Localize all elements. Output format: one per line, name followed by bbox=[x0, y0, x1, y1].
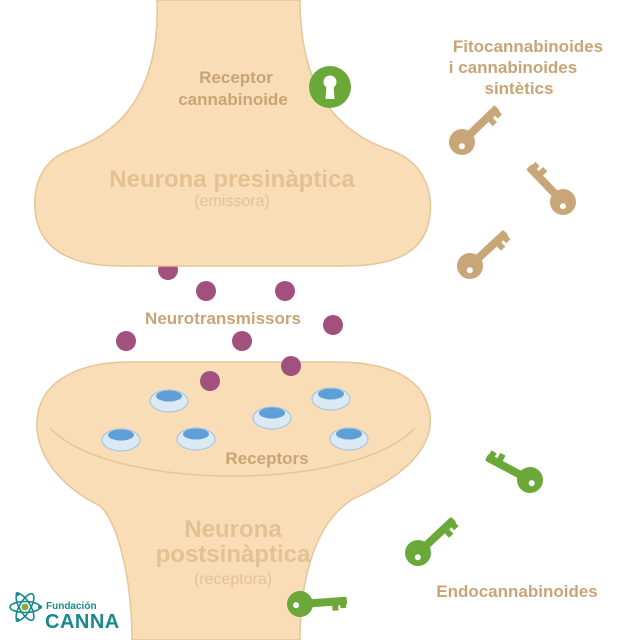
phytocannabinoids-label-line2: i cannabinoides bbox=[449, 58, 577, 77]
key-tooth bbox=[502, 234, 511, 244]
logo-canna-text: CANNA bbox=[45, 611, 120, 633]
receptors-label: Receptors bbox=[225, 449, 308, 468]
receptor-icon bbox=[329, 427, 369, 451]
logo-fundacion-text: Fundación bbox=[46, 601, 97, 612]
cannabinoid-receptor-keyhole-icon bbox=[309, 66, 351, 108]
neurotransmitter-dot bbox=[116, 331, 136, 351]
receptor-cannabinoide-label-line2: cannabinoide bbox=[178, 90, 288, 109]
neurotransmitter-dot bbox=[232, 331, 252, 351]
receptor-icon bbox=[252, 406, 292, 430]
atom-electron bbox=[15, 592, 20, 596]
neurotransmitter-dot bbox=[200, 371, 220, 391]
key-shaft bbox=[466, 105, 500, 138]
receptor-top bbox=[336, 428, 362, 440]
receptor-top bbox=[318, 388, 344, 400]
key-tooth bbox=[332, 603, 339, 611]
postsynaptic-neuron bbox=[36, 361, 431, 640]
receptor-icon bbox=[176, 427, 216, 451]
postsynaptic-title-line1: Neurona bbox=[184, 516, 282, 543]
presynaptic-subtitle: (emissora) bbox=[194, 193, 270, 210]
neurotransmitters bbox=[116, 281, 343, 391]
neurotransmitter-dot bbox=[281, 356, 301, 376]
key-hole bbox=[466, 267, 473, 274]
receptors bbox=[101, 387, 369, 452]
neurotransmitter-dot bbox=[196, 281, 216, 301]
receptor-top bbox=[156, 390, 182, 402]
key-hole bbox=[528, 480, 535, 487]
key-hole bbox=[458, 143, 465, 150]
key-hole bbox=[414, 554, 421, 561]
phytocannabinoid-key-icon bbox=[449, 105, 503, 155]
atom-electron bbox=[38, 605, 42, 609]
key-shaft bbox=[474, 230, 508, 262]
key-tooth bbox=[493, 110, 503, 119]
fundacion-canna-logo: Fundación CANNA bbox=[9, 592, 120, 633]
receptor-icon bbox=[149, 389, 189, 413]
key-hole bbox=[559, 203, 566, 210]
phytocannabinoids-label-line1: Fitocannabinoides bbox=[453, 37, 603, 56]
endocannabinoids-label: Endocannabinoides bbox=[436, 582, 598, 601]
key-shaft bbox=[422, 517, 456, 549]
key-tooth bbox=[496, 452, 506, 463]
postsynaptic-membrane-fold bbox=[49, 427, 416, 477]
presynaptic-neuron bbox=[33, 0, 432, 267]
key-head bbox=[287, 591, 313, 617]
phytocannabinoid-key-icon bbox=[457, 230, 511, 279]
keyhole-opening-slot bbox=[325, 85, 335, 99]
receptor-cannabinoide-label-line1: Receptor bbox=[199, 68, 273, 87]
atom-electron bbox=[15, 618, 20, 622]
key-tooth bbox=[340, 602, 347, 609]
phytocannabinoid-key-icon bbox=[526, 161, 576, 215]
neurotransmitter-dot bbox=[323, 315, 343, 335]
phytocannabinoids-label-line3: sintètics bbox=[485, 79, 554, 98]
presynaptic-title: Neurona presinàptica bbox=[109, 166, 355, 193]
key-tooth bbox=[495, 240, 506, 251]
key-shaft bbox=[526, 164, 559, 198]
receptor-top bbox=[259, 407, 285, 419]
key-head bbox=[517, 467, 543, 493]
key-tooth bbox=[487, 116, 498, 127]
neurotransmitter-dot bbox=[275, 281, 295, 301]
key-tooth bbox=[537, 166, 548, 177]
endocannabinoid-key-docked-icon bbox=[287, 591, 348, 617]
atom-icon bbox=[9, 592, 42, 622]
key-shaft bbox=[485, 454, 524, 479]
receptor-icon bbox=[101, 428, 141, 452]
key-tooth bbox=[488, 450, 497, 459]
atom-nucleus bbox=[21, 603, 29, 611]
receptor-icon bbox=[311, 387, 351, 411]
key-tooth bbox=[443, 527, 454, 538]
key-tooth bbox=[531, 161, 540, 171]
key-tooth bbox=[450, 521, 459, 531]
endocannabinoid-key-icon bbox=[485, 450, 543, 493]
postsynaptic-title-line2: postsinàptica bbox=[156, 541, 311, 568]
endocannabinoid-key-icon bbox=[405, 517, 459, 566]
postsynaptic-subtitle: (receptora) bbox=[194, 571, 272, 588]
key-hole bbox=[293, 602, 300, 609]
receptor-top bbox=[183, 428, 209, 440]
neurotransmitters-label: Neurotransmissors bbox=[145, 309, 301, 328]
receptor-top bbox=[108, 429, 134, 441]
